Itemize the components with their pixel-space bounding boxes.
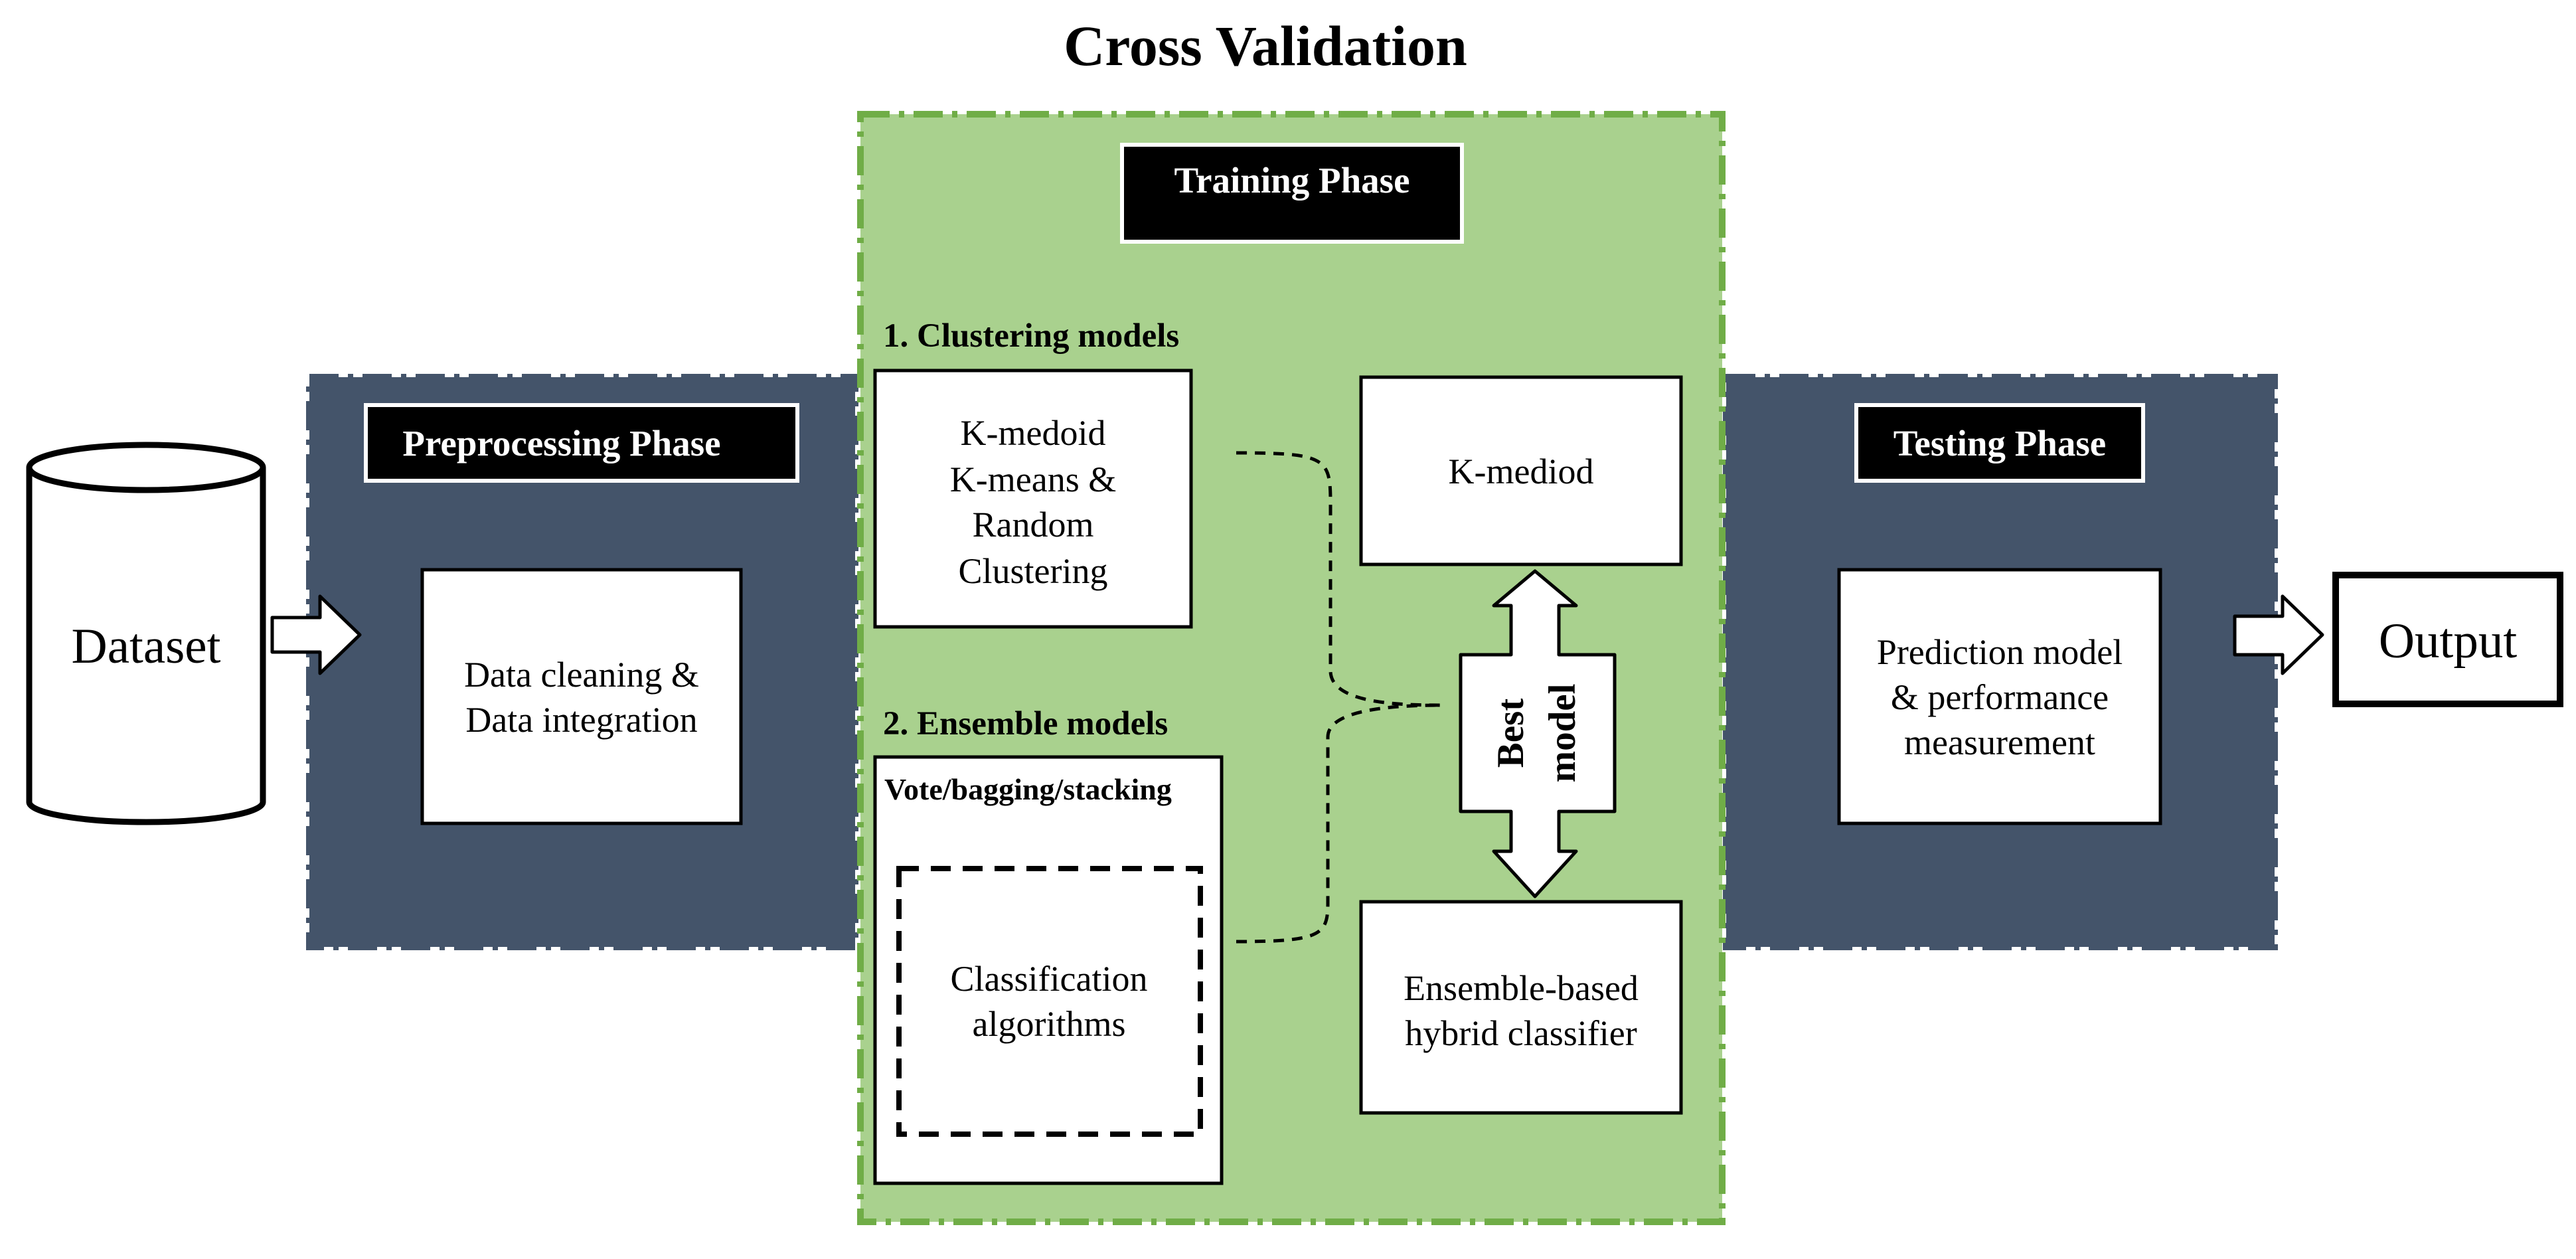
dataset-cylinder-top [26, 442, 266, 493]
dataset-label: Dataset [72, 619, 221, 674]
ensemble-heading: 2. Ensemble models [883, 705, 1168, 742]
classification-algorithms-box [896, 866, 1203, 1137]
clustering-connector [1236, 451, 1443, 707]
testing-badge-label: Testing Phase [1893, 423, 2106, 463]
output-arrow-icon [2233, 594, 2324, 675]
prediction-box [1837, 568, 2162, 825]
testing-phase: Testing Phase Prediction model & perform… [1723, 374, 2278, 950]
diagram-title: Cross Validation [1064, 14, 1467, 78]
prediction-line3: measurement [1904, 722, 2095, 762]
input-arrow-icon [270, 594, 362, 675]
output-label: Output [2379, 614, 2518, 669]
clustering-line4: Clustering [959, 551, 1108, 591]
preprocessing-badge [364, 403, 799, 483]
preprocessing-badge-label: Preprocessing Phase [402, 423, 720, 463]
kmediod-box [1359, 375, 1683, 566]
prediction-line2: & performance [1891, 677, 2109, 717]
data-cleaning-line1: Data cleaning & [464, 655, 699, 695]
dataset-cylinder-body [26, 467, 266, 825]
clustering-models-box [873, 369, 1193, 629]
training-badge-label: Training Phase [1174, 160, 1409, 201]
data-cleaning-box [420, 568, 743, 825]
prediction-line1: Prediction model [1877, 632, 2123, 672]
dataset-cylinder: Dataset [26, 442, 266, 825]
best-model-line2: model [1542, 684, 1583, 783]
classification-line1: Classification [951, 959, 1148, 999]
testing-badge [1854, 403, 2145, 483]
classification-line2: algorithms [973, 1004, 1126, 1044]
output-box [2332, 572, 2563, 707]
training-phase: Training Phase 1. Clustering models K-me… [857, 111, 1726, 1225]
data-cleaning-line2: Data integration [465, 700, 697, 740]
best-model-line1: Best [1490, 699, 1532, 768]
preprocessing-phase: Preprocessing Phase Data cleaning & Data… [306, 374, 858, 950]
clustering-line1: K-medoid [961, 413, 1106, 453]
kmediod-label: K-mediod [1449, 452, 1594, 491]
ensemble-method: Vote/bagging/stacking [884, 772, 1172, 806]
hybrid-classifier-box [1359, 900, 1683, 1115]
clustering-line3: Random [973, 505, 1094, 545]
hybrid-line2: hybrid classifier [1405, 1013, 1637, 1053]
best-model-arrow [1459, 569, 1617, 898]
clustering-line2: K-means & [950, 460, 1116, 499]
hybrid-line1: Ensemble-based [1404, 968, 1639, 1008]
ensemble-connector [1236, 703, 1443, 944]
ensemble-models-box [873, 755, 1224, 1185]
clustering-heading: 1. Clustering models [883, 317, 1179, 355]
training-badge [1120, 143, 1464, 244]
